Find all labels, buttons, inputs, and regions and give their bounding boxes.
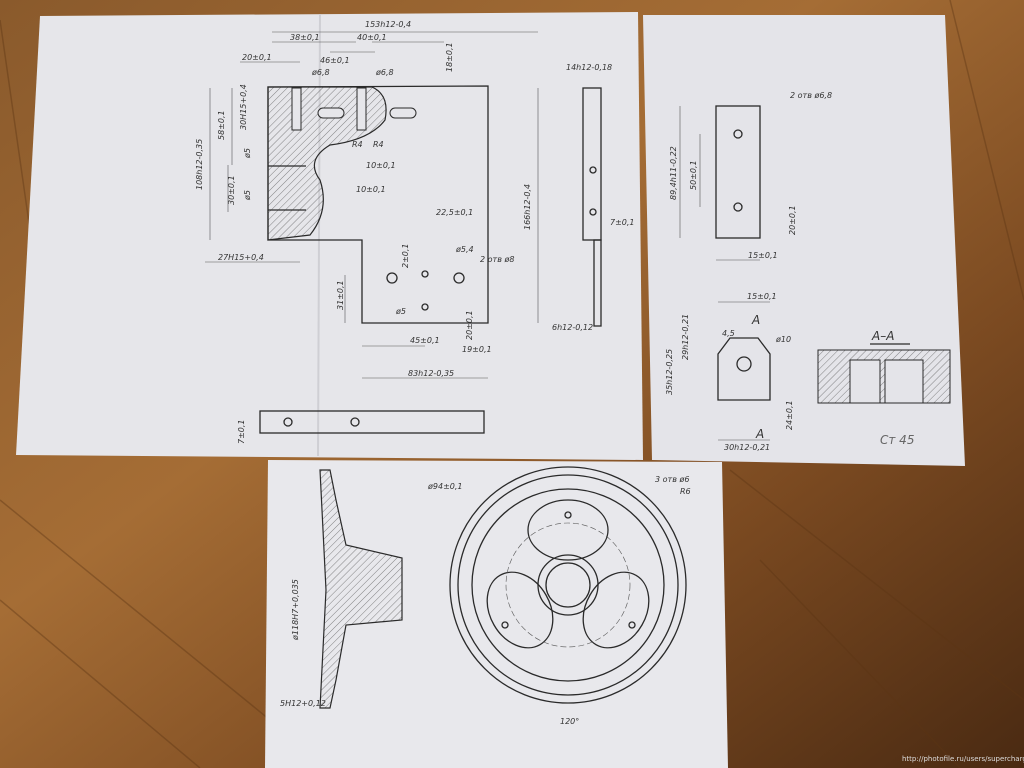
dim-label: 19±0,1 (462, 345, 492, 354)
dim-label: 10±0,1 (366, 161, 396, 170)
dim-label: 15±0,1 (748, 251, 778, 260)
dim-label: R4 (352, 140, 363, 149)
dim-label: 120° (560, 717, 579, 726)
dim-label: ø6,8 (375, 68, 394, 77)
dim-label: ø10 (775, 335, 791, 344)
section-title: A–A (871, 329, 894, 343)
dim-label: ø5 (395, 307, 406, 316)
dim-label: 2 отв ø6,8 (790, 91, 832, 100)
dim-label: ø94±0,1 (427, 482, 463, 491)
dim-label: 166h12-0,4 (523, 184, 532, 230)
dim-label: ø5 (243, 190, 252, 201)
drawing-sheet-pulley: ø94±0,1 3 отв ø6 R6 ø118H7+0,035 5H12+0,… (265, 460, 728, 768)
dim-label: 58±0,1 (217, 110, 226, 140)
dim-label: 3 отв ø6 (655, 475, 689, 484)
section-marker: A (751, 313, 760, 327)
watermark: http://photofile.ru/users/supercharger/ (902, 755, 1024, 763)
dim-label: 30H15+0,4 (239, 84, 248, 130)
dim-label: 10±0,1 (356, 185, 386, 194)
dim-label: 27H15+0,4 (218, 253, 264, 262)
dim-label: ø118H7+0,035 (291, 579, 300, 641)
dim-label: 4,5 (722, 329, 735, 338)
material-note: Ст 45 (880, 433, 914, 447)
dim-label: 24±0,1 (785, 400, 794, 430)
dim-label: ø6,8 (311, 68, 330, 77)
dim-label: 50±0,1 (689, 160, 698, 190)
dim-label: 14h12-0,18 (566, 63, 612, 72)
dim-label: 20±0,1 (788, 205, 797, 235)
dim-label: 20±0,1 (465, 310, 474, 340)
dim-label: ø5 (243, 148, 252, 159)
drawing-sheet-bracket: 153h12-0,4 38±0,1 40±0,1 20±0,1 46±0,1 ø… (16, 12, 643, 460)
dim-label: R6 (680, 487, 691, 496)
dim-label: 153h12-0,4 (365, 20, 411, 29)
dim-label: 6h12-0,12 (552, 323, 593, 332)
section-marker: A (755, 427, 764, 441)
dim-label: 22,5±0,1 (436, 208, 473, 217)
dim-label: 38±0,1 (290, 33, 320, 42)
drawing-sheet-plate: 2 отв ø6,8 89,4h11-0,22 50±0,1 20±0,1 15… (643, 15, 965, 466)
dim-label: 40±0,1 (357, 33, 387, 42)
dim-label: 2 отв ø8 (480, 255, 514, 264)
dim-label: 89,4h11-0,22 (669, 146, 678, 200)
dim-label: 29h12-0,21 (681, 314, 690, 360)
dim-label: 83h12-0,35 (408, 369, 454, 378)
dim-label: 108h12-0,35 (195, 139, 204, 190)
dim-label: 30±0,1 (227, 175, 236, 205)
dim-label: 35h12-0,25 (665, 349, 674, 395)
dim-label: 5H12+0,12 (280, 699, 326, 708)
dim-label: 15±0,1 (747, 292, 777, 301)
dim-label: 46±0,1 (320, 56, 350, 65)
dim-label: 20±0,1 (242, 53, 272, 62)
dim-label: 30h12-0,21 (724, 443, 770, 452)
dim-label: 7±0,1 (237, 419, 246, 444)
dim-label: ø5,4 (455, 245, 474, 254)
dim-label: 7±0,1 (610, 218, 635, 227)
dim-label: R4 (373, 140, 384, 149)
dim-label: 18±0,1 (445, 42, 454, 72)
dim-label: 2±0,1 (401, 243, 410, 268)
dim-label: 31±0,1 (336, 280, 345, 310)
dim-label: 45±0,1 (410, 336, 440, 345)
